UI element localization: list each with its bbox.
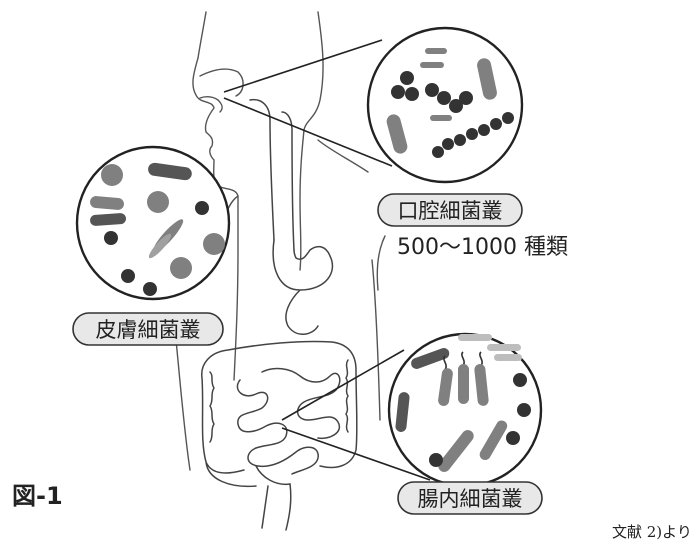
oral-label-tag: 口腔細菌叢 bbox=[378, 194, 522, 226]
oral-label: 口腔細菌叢 bbox=[398, 199, 503, 223]
nasal-cavity bbox=[200, 69, 243, 96]
oral-magnified-view bbox=[368, 28, 522, 182]
large-intestine bbox=[202, 341, 357, 486]
digestive-tract bbox=[202, 100, 357, 530]
oral-count-bracket bbox=[377, 236, 385, 290]
gut-label-tag: 腸内細菌叢 bbox=[398, 482, 542, 514]
esophagus bbox=[250, 100, 294, 250]
source-note: 文献 2)より bbox=[612, 523, 692, 541]
oral-count-label: 500～1000 種類 bbox=[397, 235, 568, 260]
skin-label: 皮膚細菌叢 bbox=[96, 318, 201, 342]
rectum bbox=[262, 484, 291, 530]
skin-magnified-view bbox=[77, 147, 229, 299]
gut-label: 腸内細菌叢 bbox=[418, 487, 523, 511]
gut-leader-top bbox=[282, 350, 404, 420]
stomach bbox=[273, 240, 332, 334]
oral-leader-bottom bbox=[224, 98, 392, 166]
gut-magnified-view bbox=[389, 334, 541, 486]
skin-label-tag: 皮膚細菌叢 bbox=[73, 313, 223, 345]
figure-label: 図-1 bbox=[12, 482, 63, 510]
oral-leader-top bbox=[224, 40, 382, 92]
